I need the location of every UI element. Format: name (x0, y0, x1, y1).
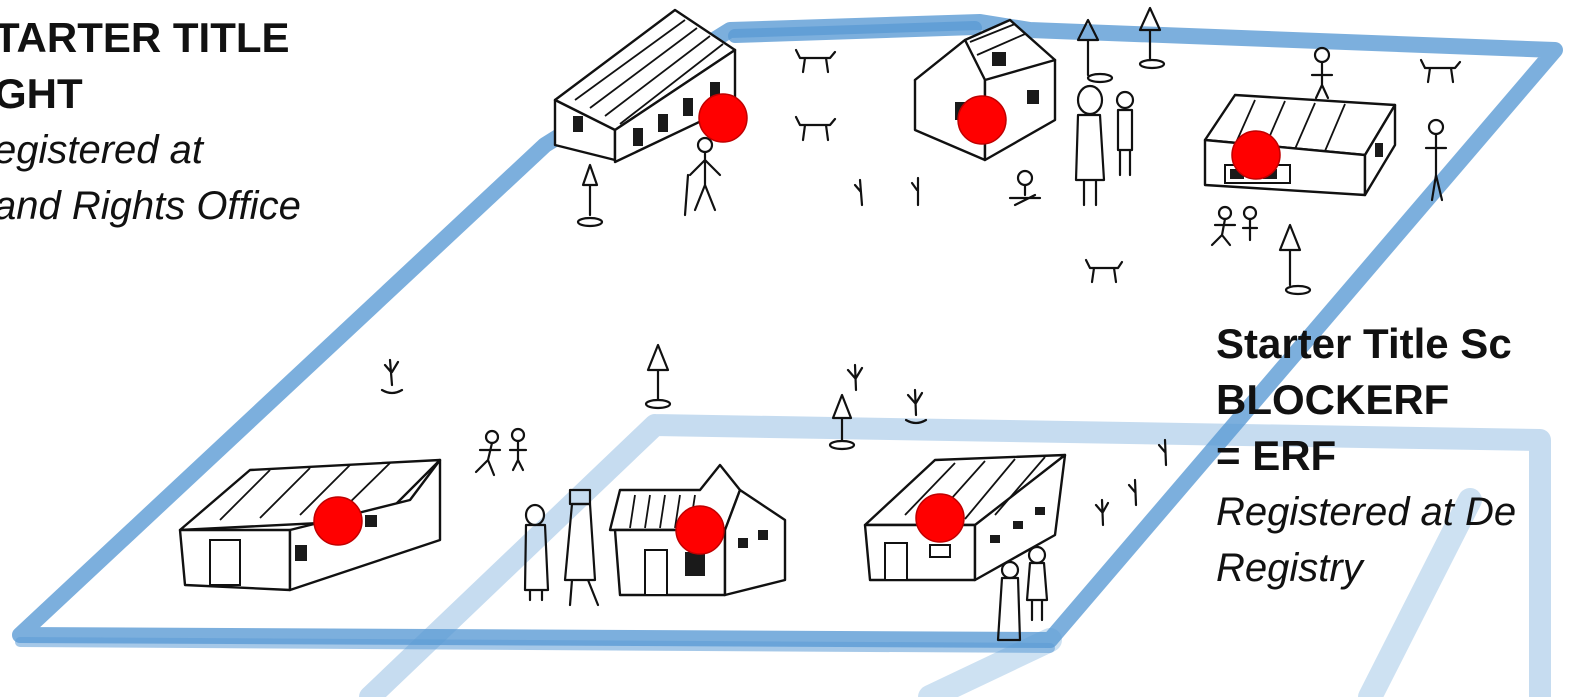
dog-icon (1421, 60, 1460, 82)
red-dot-marker (958, 96, 1006, 144)
plant-icon (906, 390, 926, 423)
person-icon (1010, 171, 1040, 205)
dog-icon (1086, 260, 1122, 282)
dog-icon (796, 50, 835, 72)
plant-icon (848, 365, 862, 390)
label-left-line-1: TARTER TITLE (0, 10, 301, 66)
red-dot-marker (1232, 131, 1280, 179)
label-right-line-2: BLOCKERF (1216, 372, 1516, 428)
label-right-line-5: Registry (1216, 540, 1516, 596)
label-right-line-4: Registered at De (1216, 484, 1516, 540)
label-left-line-2: GHT (0, 66, 301, 122)
house-icon (865, 455, 1065, 580)
person-icon (1117, 92, 1133, 175)
red-dot-marker (916, 494, 964, 542)
label-right-line-1: Starter Title Sc (1216, 316, 1516, 372)
tree-icon (578, 165, 602, 226)
red-dot-marker (699, 94, 747, 142)
tree-icon (646, 345, 670, 408)
label-right-line-3: = ERF (1216, 428, 1516, 484)
block-boundary-bottom-shadow (20, 642, 1050, 648)
starter-title-scheme-label: Starter Title Sc BLOCKERF = ERF Register… (1216, 316, 1516, 596)
person-icon (476, 429, 526, 475)
house-icon (180, 460, 440, 590)
red-dot-marker (314, 497, 362, 545)
label-left-line-3: egistered at (0, 122, 301, 178)
plant-icon (382, 360, 402, 393)
dog-icon (796, 117, 835, 140)
person-icon (1212, 207, 1257, 245)
block-boundary-top-stroke (735, 28, 975, 36)
label-left-line-4: and Rights Office (0, 178, 301, 234)
plant-icon (855, 178, 918, 205)
starter-title-right-label: TARTER TITLE GHT egistered at and Rights… (0, 10, 301, 234)
person-icon (1312, 48, 1332, 98)
person-icon (1076, 86, 1104, 205)
red-dot-marker (676, 506, 724, 554)
tree-icon (1280, 225, 1310, 294)
person-icon (685, 138, 720, 215)
